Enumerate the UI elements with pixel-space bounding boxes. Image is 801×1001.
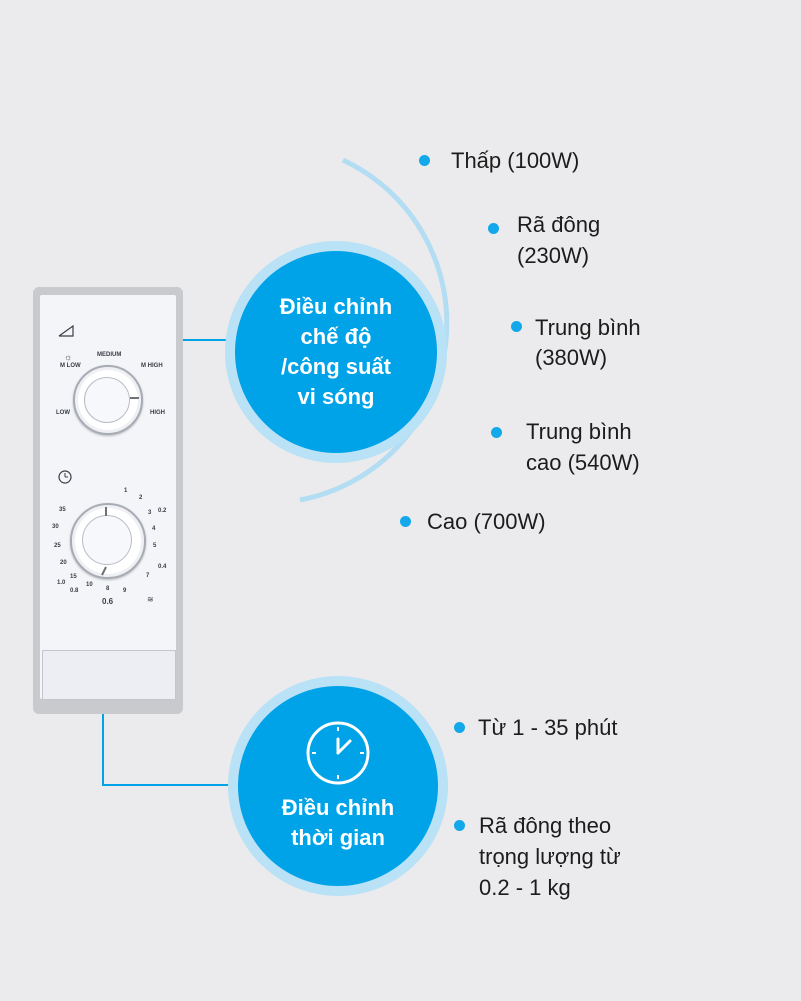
timer-option-weight-defrost: 0.2 - 1 kg	[479, 875, 571, 900]
control-panel-base	[42, 650, 176, 700]
power-arc	[299, 157, 450, 503]
knob-label-m-low: M LOW	[60, 363, 81, 369]
timer-label: 1	[124, 488, 128, 494]
bullet-dot	[454, 820, 465, 831]
timer-label: 0.6	[102, 597, 114, 606]
power-option-low: Thấp (100W)	[451, 148, 580, 173]
timer-label: 0.2	[158, 508, 167, 514]
control-panel-face	[40, 295, 176, 699]
defrost-icon: ☼	[64, 352, 73, 362]
timer-option-weight-defrost: trọng lượng từ	[479, 844, 621, 869]
clock-icon	[306, 721, 370, 785]
bullet-dot	[454, 722, 465, 733]
power-callout-line: chế độ	[300, 324, 372, 349]
power-option-medium-watt: (380W)	[535, 345, 608, 370]
timer-label: 10	[86, 582, 93, 588]
bullet-dot	[488, 223, 499, 234]
timer-label: 5	[153, 543, 157, 549]
timer-label: 3	[148, 510, 152, 516]
timer-label: 2	[139, 495, 143, 501]
power-option-medium: Trung bình	[535, 315, 641, 340]
power-option-medium-high: Trung bình	[526, 419, 632, 444]
knob-label-low: LOW	[56, 410, 70, 416]
power-knob-cap	[84, 377, 130, 423]
timer-label: 25	[54, 543, 61, 549]
timer-label: 8	[106, 586, 110, 592]
power-mode-callout: Điều chỉnh chế độ /công suất vi sóng	[235, 251, 437, 453]
timer-label: 9	[123, 588, 127, 594]
power-level-icon	[58, 325, 74, 337]
weight-defrost-icon: ≋	[147, 595, 154, 604]
timer-label: 0.4	[158, 564, 167, 570]
power-knob-pointer	[130, 397, 139, 399]
power-option-high: Cao (700W)	[427, 509, 546, 534]
timer-label: 7	[146, 573, 150, 579]
power-option-medium-high-watt: cao (540W)	[526, 450, 640, 475]
timer-callout-line: Điều chỉnh	[281, 795, 395, 820]
timer-option-weight-defrost: Rã đông theo	[479, 813, 612, 838]
timer-label: 20	[60, 560, 67, 566]
power-option-defrost: Rã đông	[517, 212, 601, 237]
bullet-dot	[491, 427, 502, 438]
timer-label: 35	[59, 507, 66, 513]
timer-option-range: Từ 1 - 35 phút	[478, 715, 618, 740]
timer-label: 1.0	[57, 580, 66, 586]
bullet-dot	[511, 321, 522, 332]
power-callout-line: vi sóng	[297, 384, 375, 409]
timer-label: 4	[152, 526, 156, 532]
power-option-defrost-watt: (230W)	[517, 243, 590, 268]
power-callout-line: /công suất	[280, 354, 391, 379]
bullet-dot	[400, 516, 411, 527]
power-callout-line: Điều chỉnh	[279, 294, 393, 319]
timer-small-icon	[58, 470, 72, 484]
timer-label: 15	[70, 574, 77, 580]
bullet-dot	[419, 155, 430, 166]
timer-knob-pointer	[101, 507, 107, 576]
timer-label: 0.8	[70, 588, 79, 594]
knob-label-medium: MEDIUM	[97, 352, 122, 358]
timer-callout-line: thời gian	[291, 825, 385, 850]
knob-label-m-high: M HIGH	[141, 363, 163, 369]
knob-label-high: HIGH	[150, 410, 165, 416]
timer-label: 30	[52, 524, 59, 530]
timer-callout: Điều chỉnh thời gian	[238, 686, 438, 886]
